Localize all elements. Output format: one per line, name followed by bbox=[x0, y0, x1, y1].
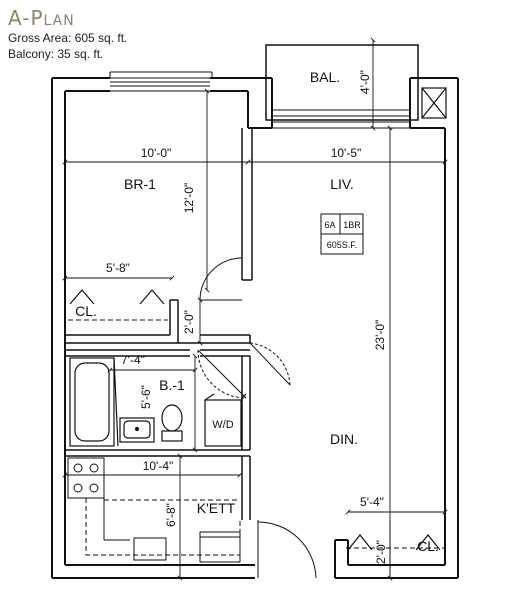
unit-area: 605S.F. bbox=[327, 240, 358, 250]
sink-icon bbox=[119, 417, 155, 443]
bath-label: B.-1 bbox=[159, 377, 185, 393]
exterior-walls bbox=[51, 77, 459, 579]
dim-closet-width: 5'-8" bbox=[106, 261, 130, 275]
gross-area: Gross Area: 605 sq. ft. bbox=[8, 31, 128, 45]
dim-corner-closet-depth: 2'-0" bbox=[374, 540, 388, 564]
kitchenette-label: K'ETT bbox=[197, 500, 236, 516]
dim-bedroom-width: 10'-0" bbox=[141, 146, 172, 160]
balcony-label: BAL. bbox=[310, 69, 340, 85]
bathtub-icon bbox=[69, 357, 119, 447]
balcony-area: Balcony: 35 sq. ft. bbox=[8, 47, 104, 61]
dim-balcony-depth: 4'-0" bbox=[358, 70, 372, 94]
unit-tag bbox=[320, 213, 364, 255]
dim-kitchen-width: 10'-4" bbox=[143, 459, 174, 473]
toilet-icon bbox=[161, 404, 183, 442]
washer-dryer-label: W/D bbox=[212, 419, 233, 431]
kitchen-counter bbox=[67, 457, 241, 563]
dim-closet-depth: 2'-0" bbox=[182, 310, 196, 334]
dim-bath-width: 7'-4" bbox=[121, 353, 145, 367]
bedroom-door bbox=[199, 257, 243, 301]
plan-title: A-Plan bbox=[8, 6, 75, 30]
dim-living-width: 10'-5" bbox=[331, 146, 362, 160]
closet-hangers bbox=[69, 289, 441, 551]
bath-door bbox=[197, 342, 291, 399]
dim-bedroom-depth: 12'-0" bbox=[182, 183, 196, 214]
dim-living-depth: 23'-0" bbox=[373, 320, 387, 351]
bedroom-window bbox=[109, 71, 213, 92]
bedroom-closet-label: CL. bbox=[75, 303, 97, 319]
unit-code: 6A bbox=[324, 220, 335, 230]
mechanical-shaft bbox=[421, 87, 447, 119]
entry-door bbox=[257, 520, 317, 579]
dim-bath-depth: 5'-6" bbox=[139, 385, 153, 409]
unit-type: 1BR bbox=[343, 220, 361, 230]
balcony bbox=[265, 44, 419, 129]
living-label: LIV. bbox=[330, 176, 354, 192]
interior-walls bbox=[65, 128, 253, 520]
corner-closet-label: CL. bbox=[417, 538, 439, 554]
bedroom-label: BR-1 bbox=[124, 176, 156, 192]
dining-label: DIN. bbox=[330, 431, 358, 447]
dim-kitchen-depth: 6'-8" bbox=[164, 503, 178, 527]
dimension-lines bbox=[62, 37, 448, 581]
plan-header: A-Plan Gross Area: 605 sq. ft. Balcony: … bbox=[8, 6, 127, 62]
dim-corner-closet-width: 5'-4" bbox=[360, 495, 384, 509]
washer-dryer-icon bbox=[204, 393, 247, 447]
